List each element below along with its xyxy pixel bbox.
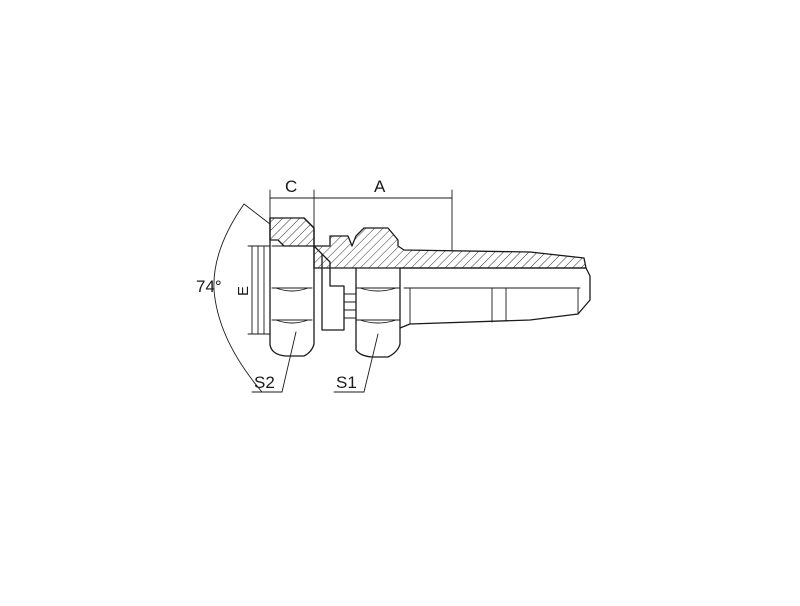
dim-e-label: E	[235, 286, 252, 296]
swivel-nut	[257, 217, 315, 357]
nut-outline	[269, 217, 315, 357]
angle-leader-top	[243, 203, 271, 225]
dim-c-label: C	[285, 177, 297, 196]
s1-leader	[363, 333, 379, 393]
nut-hex-arc-2	[275, 287, 309, 292]
dimension-c: C	[269, 177, 315, 229]
angle-arc	[213, 203, 263, 393]
s2-label: S2	[254, 373, 275, 392]
dim-a-label: A	[374, 177, 386, 196]
dimension-e: E	[235, 245, 259, 335]
fitting-stem	[313, 227, 591, 358]
s2-leader	[281, 331, 297, 393]
s1-label: S1	[336, 373, 357, 392]
angle-dimension: 74°	[196, 203, 271, 393]
stem-tail-outline	[399, 267, 591, 329]
dimension-a: A	[313, 177, 453, 251]
nut-hex-arc-1	[275, 319, 309, 324]
angle-label: 74°	[196, 277, 222, 296]
stem-collar	[313, 245, 345, 331]
stem-hex-arc-2	[359, 287, 397, 292]
leader-s1: S1	[333, 333, 379, 393]
stem-hex-outline	[355, 267, 401, 358]
stem-hex-arc-1	[359, 319, 397, 324]
leader-s2: S2	[251, 331, 297, 393]
stem-section-hatch	[313, 227, 587, 269]
